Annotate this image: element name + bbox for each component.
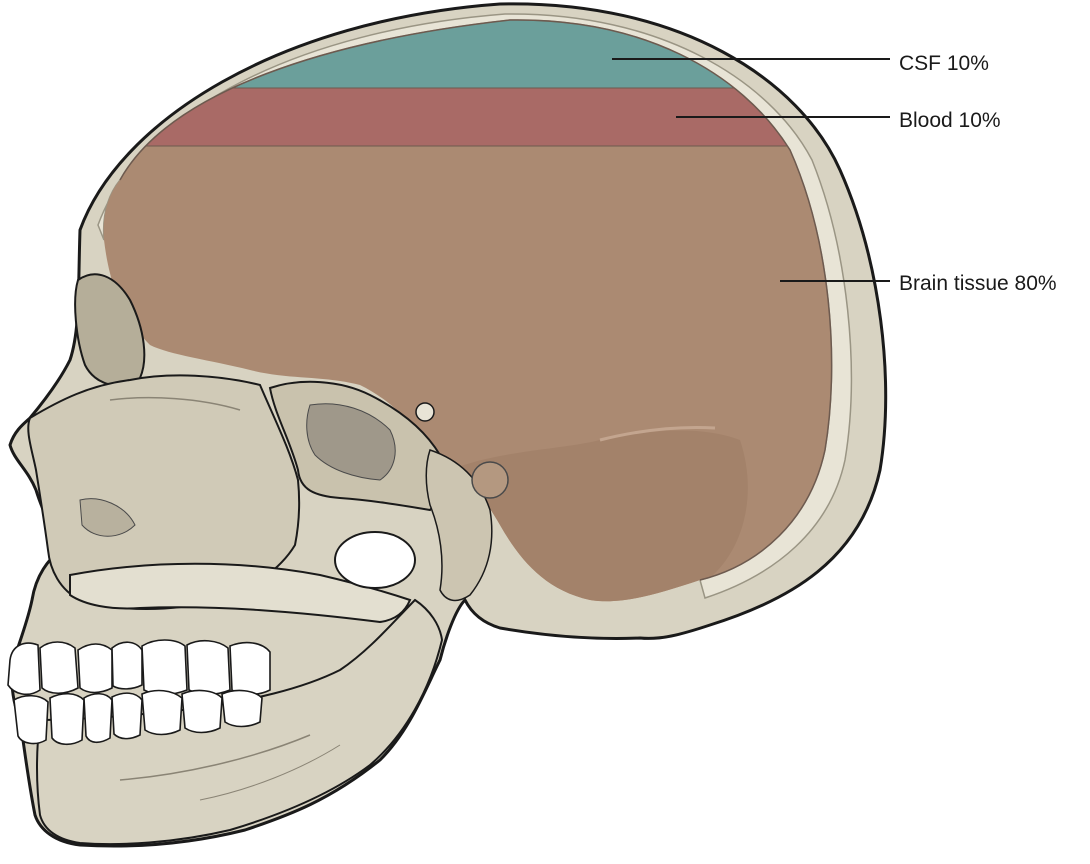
cerebellum-shade xyxy=(450,430,748,602)
facial-bones xyxy=(27,374,301,610)
upper-teeth xyxy=(7,639,271,696)
lower-teeth xyxy=(13,689,263,746)
blood-label: Blood 10% xyxy=(899,109,1001,132)
brain-tissue-label: Brain tissue 80% xyxy=(899,272,1057,295)
csf-label: CSF 10% xyxy=(899,52,989,75)
zygomatic-arch xyxy=(69,562,412,624)
ear-canal xyxy=(334,531,416,589)
